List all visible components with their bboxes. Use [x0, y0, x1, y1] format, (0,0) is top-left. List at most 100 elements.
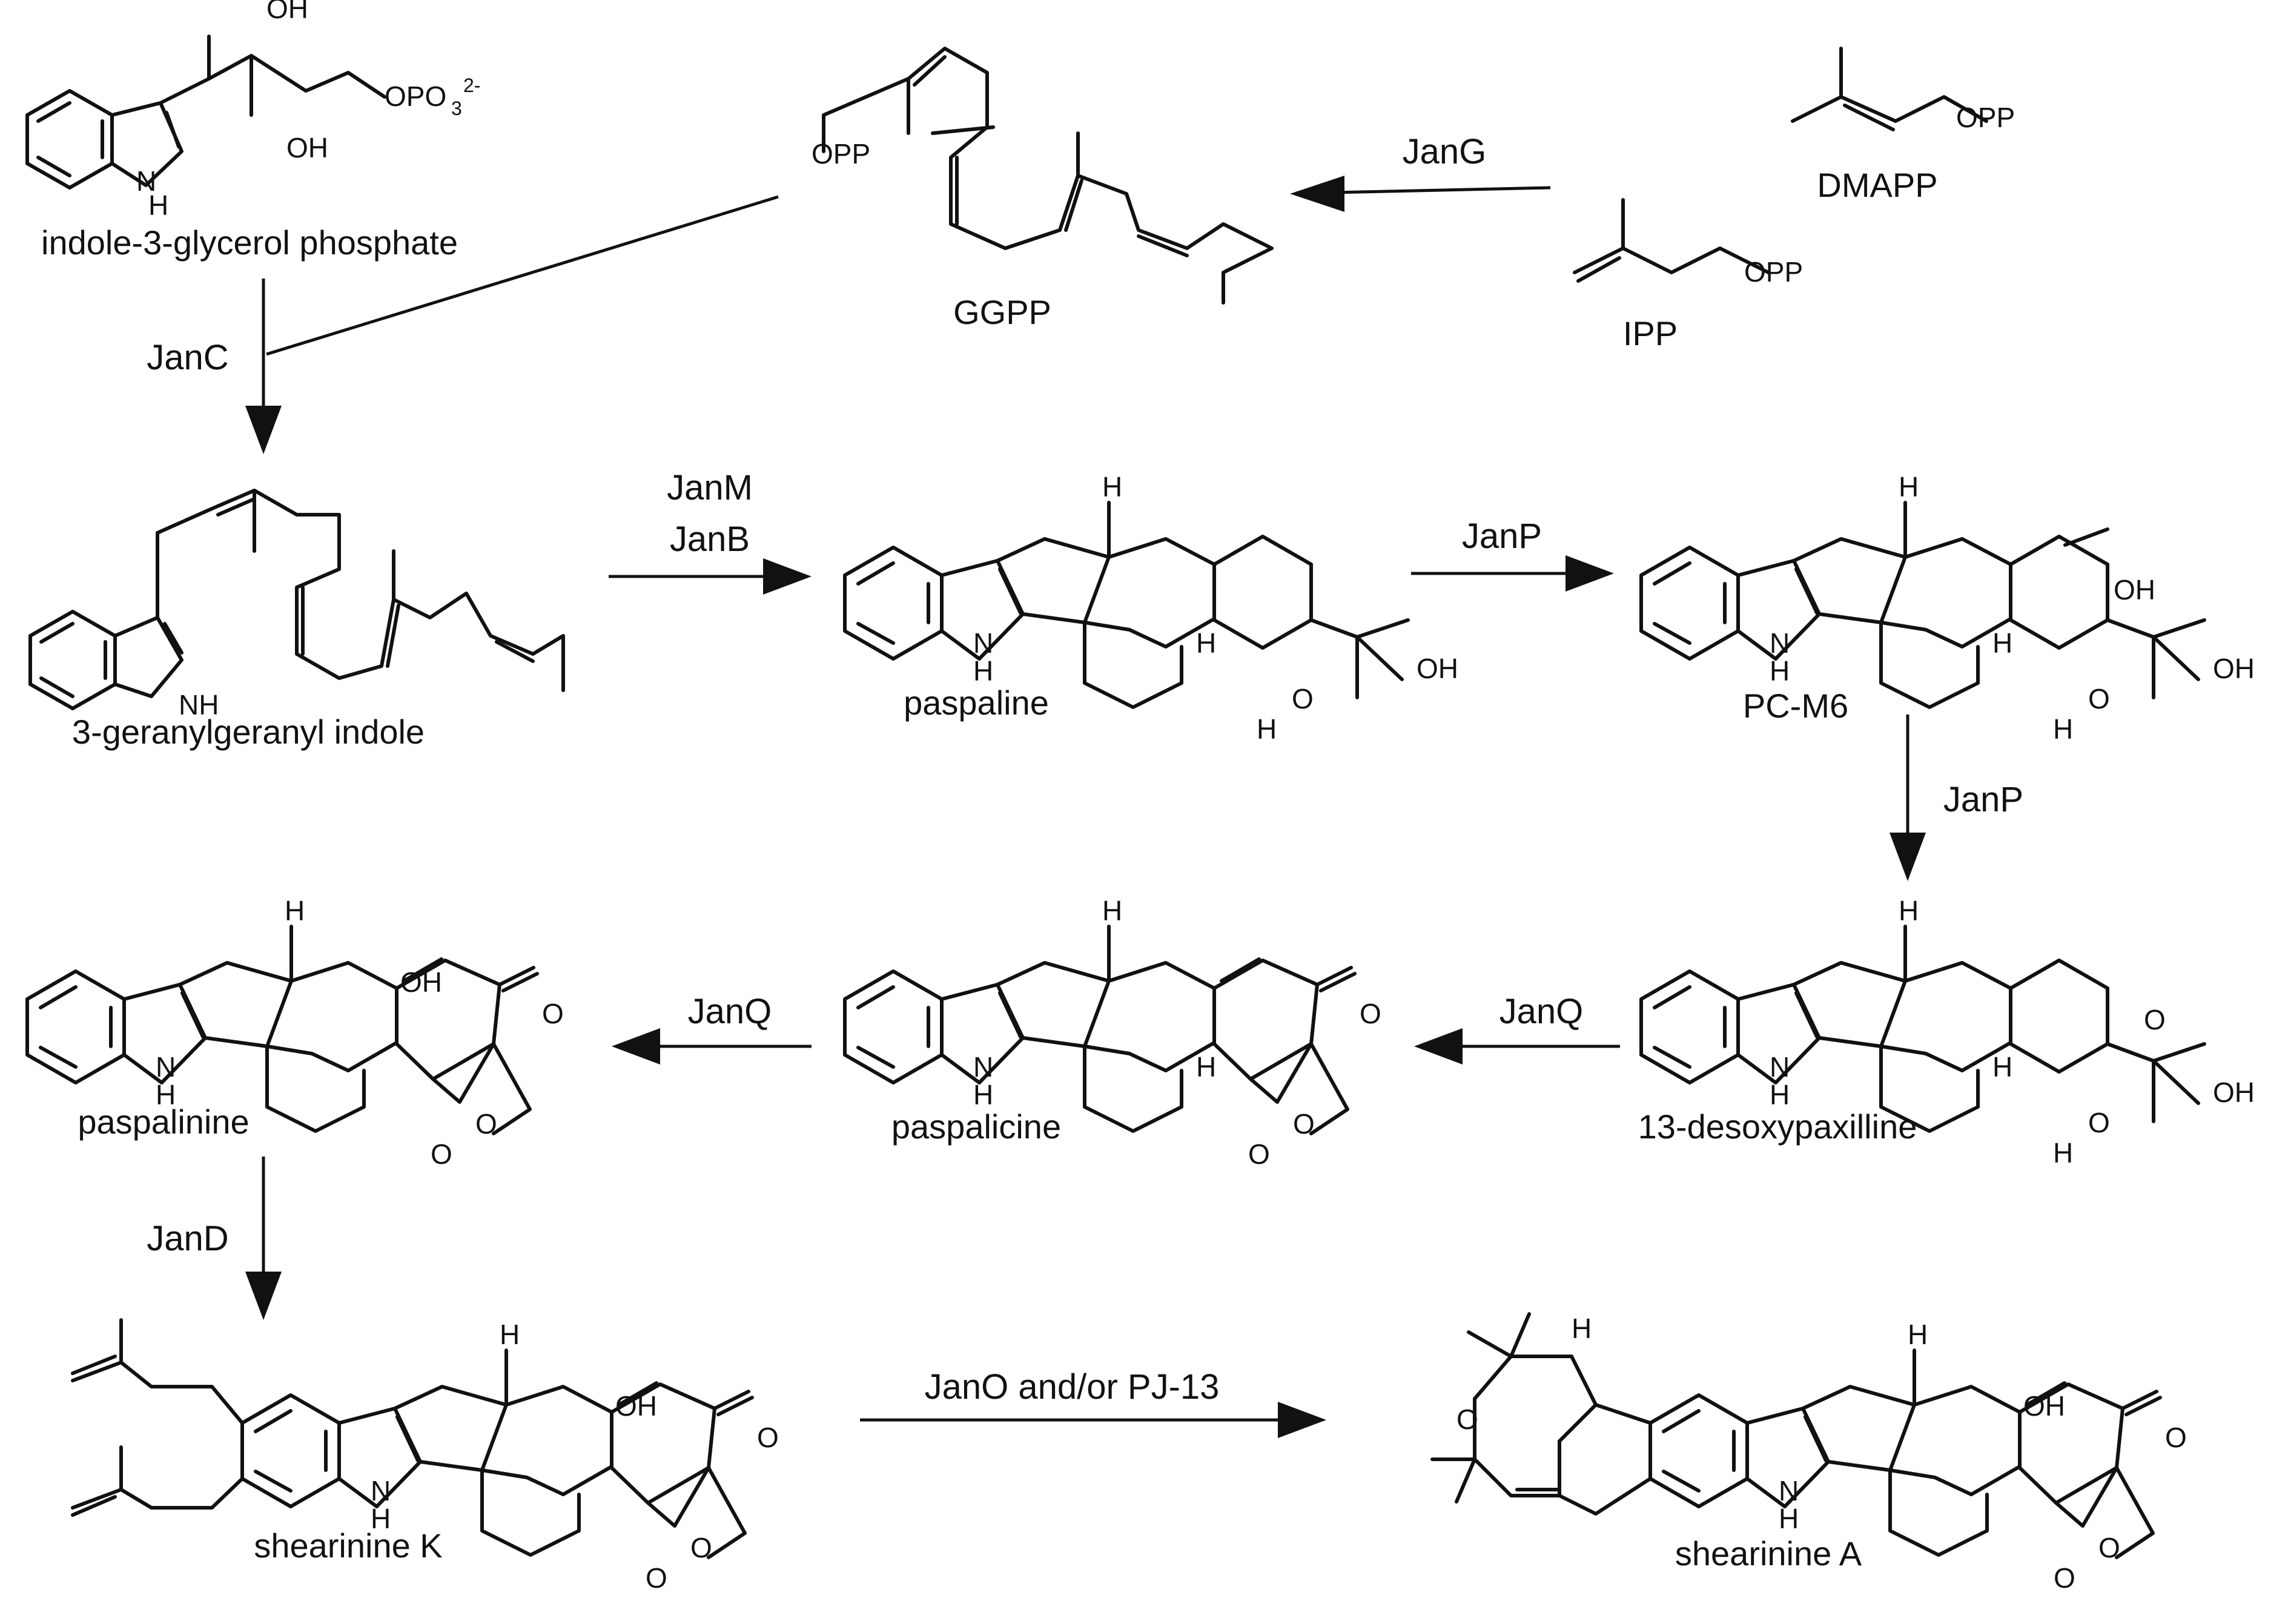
svg-text:H: H	[1257, 713, 1277, 745]
svg-text:O: O	[2165, 1422, 2187, 1453]
svg-text:H: H	[2053, 713, 2073, 745]
svg-text:H: H	[285, 895, 305, 926]
janp-label-2: JanP	[1943, 780, 2023, 819]
svg-text:OH: OH	[2213, 653, 2255, 684]
paspalinine-label: paspalinine	[78, 1103, 249, 1141]
svg-text:O: O	[646, 1562, 667, 1594]
svg-text:H: H	[1102, 895, 1122, 926]
svg-text:N: N	[1770, 627, 1790, 659]
janp-arrow-2	[1890, 715, 1926, 881]
janb-label: JanB	[670, 520, 750, 559]
paspaline-label: paspaline	[904, 684, 1049, 722]
svg-text:O: O	[475, 1108, 497, 1140]
svg-text:O: O	[690, 1532, 712, 1563]
svg-text:N: N	[973, 1051, 993, 1083]
svg-text:O: O	[542, 998, 564, 1029]
janp-label-1: JanP	[1462, 517, 1542, 556]
janp-arrow-1	[1411, 555, 1614, 592]
svg-text:H: H	[1572, 1313, 1592, 1344]
jang-label: JanG	[1403, 132, 1487, 171]
indole-3-glycerol-phosphate-label: indole-3-glycerol phosphate	[41, 223, 458, 262]
janq-label-2: JanQ	[688, 992, 772, 1031]
janm-label: JanM	[667, 468, 753, 507]
desoxypaxilline-label: 13-desoxypaxilline	[1638, 1107, 1917, 1146]
shearinine-a-structure: H O N H H OH O O O	[1430, 1312, 2187, 1594]
paspaline-structure: N H H H H O OH	[845, 471, 1458, 745]
pc-m6-structure: N H H H H O OH OH	[1641, 471, 2255, 745]
janq-label-1: JanQ	[1499, 992, 1584, 1031]
svg-text:H: H	[1899, 471, 1919, 503]
shearinine-a-label: shearinine A	[1675, 1534, 1862, 1573]
svg-text:H: H	[156, 1079, 176, 1111]
svg-text:O: O	[2088, 683, 2110, 715]
svg-text:H: H	[2053, 1137, 2073, 1169]
svg-text:O: O	[2088, 1107, 2110, 1138]
svg-text:H: H	[148, 190, 168, 221]
svg-text:H: H	[1770, 1079, 1790, 1111]
ipp-label: IPP	[1623, 314, 1678, 352]
svg-text:H: H	[1102, 471, 1122, 503]
janq-arrow-1	[1414, 1028, 1620, 1065]
svg-text:O: O	[1360, 998, 1381, 1029]
geranylgeranyl-indole-structure: NH	[28, 489, 565, 721]
svg-text:OH: OH	[615, 1390, 657, 1422]
svg-text:2-: 2-	[463, 74, 480, 96]
svg-text:OH: OH	[266, 0, 308, 24]
svg-text:H: H	[1196, 627, 1216, 659]
svg-text:H: H	[1908, 1319, 1928, 1350]
svg-text:H: H	[1992, 1051, 2012, 1083]
dmapp-structure: OPP	[1791, 47, 2015, 133]
desoxypaxilline-structure: N H H H H O O OH	[1641, 895, 2255, 1169]
svg-text:O: O	[431, 1138, 452, 1170]
svg-text:OH: OH	[400, 966, 442, 998]
svg-text:O: O	[1293, 1108, 1315, 1140]
jano-pj13-arrow	[860, 1402, 1326, 1438]
jang-arrow	[1290, 176, 1551, 212]
svg-text:OH: OH	[1417, 653, 1458, 684]
jand-arrow	[245, 1157, 282, 1320]
jand-label: JanD	[147, 1219, 228, 1258]
svg-text:OH: OH	[2213, 1077, 2255, 1108]
svg-text:OPP: OPP	[1744, 256, 1803, 288]
janm-janb-arrow	[609, 558, 812, 595]
svg-text:N: N	[136, 165, 156, 197]
svg-text:3: 3	[451, 97, 462, 119]
geranylgeranyl-indole-label: 3-geranylgeranyl indole	[72, 713, 425, 751]
svg-text:O: O	[2098, 1532, 2120, 1563]
svg-text:OH: OH	[2023, 1390, 2065, 1422]
svg-text:H: H	[371, 1503, 391, 1534]
janq-arrow-2	[612, 1028, 812, 1065]
svg-text:H: H	[500, 1319, 520, 1350]
svg-text:O: O	[2144, 1004, 2166, 1035]
svg-text:N: N	[1779, 1475, 1799, 1507]
svg-text:H: H	[1779, 1503, 1799, 1534]
janc-label: JanC	[147, 338, 228, 377]
pc-m6-label: PC-M6	[1743, 687, 1848, 725]
shearinine-k-structure: N H H OH O O O	[71, 1318, 779, 1594]
svg-text:N: N	[156, 1051, 176, 1083]
svg-text:N: N	[973, 627, 993, 659]
svg-text:OH: OH	[2114, 574, 2155, 606]
svg-text:H: H	[1196, 1051, 1216, 1083]
svg-text:N: N	[371, 1475, 391, 1507]
svg-text:H: H	[1992, 627, 2012, 659]
jano-pj13-label: JanO and/or PJ-13	[925, 1367, 1220, 1407]
ggpp-structure: OPP	[812, 47, 1274, 305]
paspalinine-structure: N H H OH O O O	[27, 895, 564, 1170]
paspalicine-label: paspalicine	[891, 1107, 1061, 1146]
paspalicine-structure: N H H H O O O	[845, 895, 1381, 1170]
svg-text:O: O	[1248, 1138, 1270, 1170]
svg-text:H: H	[973, 1079, 993, 1111]
svg-text:O: O	[2054, 1562, 2075, 1594]
svg-text:H: H	[1770, 655, 1790, 687]
svg-text:H: H	[1899, 895, 1919, 926]
janc-arrow	[245, 195, 779, 454]
svg-text:OH: OH	[286, 132, 328, 163]
ipp-structure: OPP	[1573, 198, 1803, 288]
svg-text:NH: NH	[179, 689, 219, 721]
svg-text:OPP: OPP	[812, 138, 870, 170]
svg-text:H: H	[973, 655, 993, 687]
ggpp-label: GGPP	[953, 293, 1051, 331]
dmapp-label: DMAPP	[1817, 166, 1937, 204]
